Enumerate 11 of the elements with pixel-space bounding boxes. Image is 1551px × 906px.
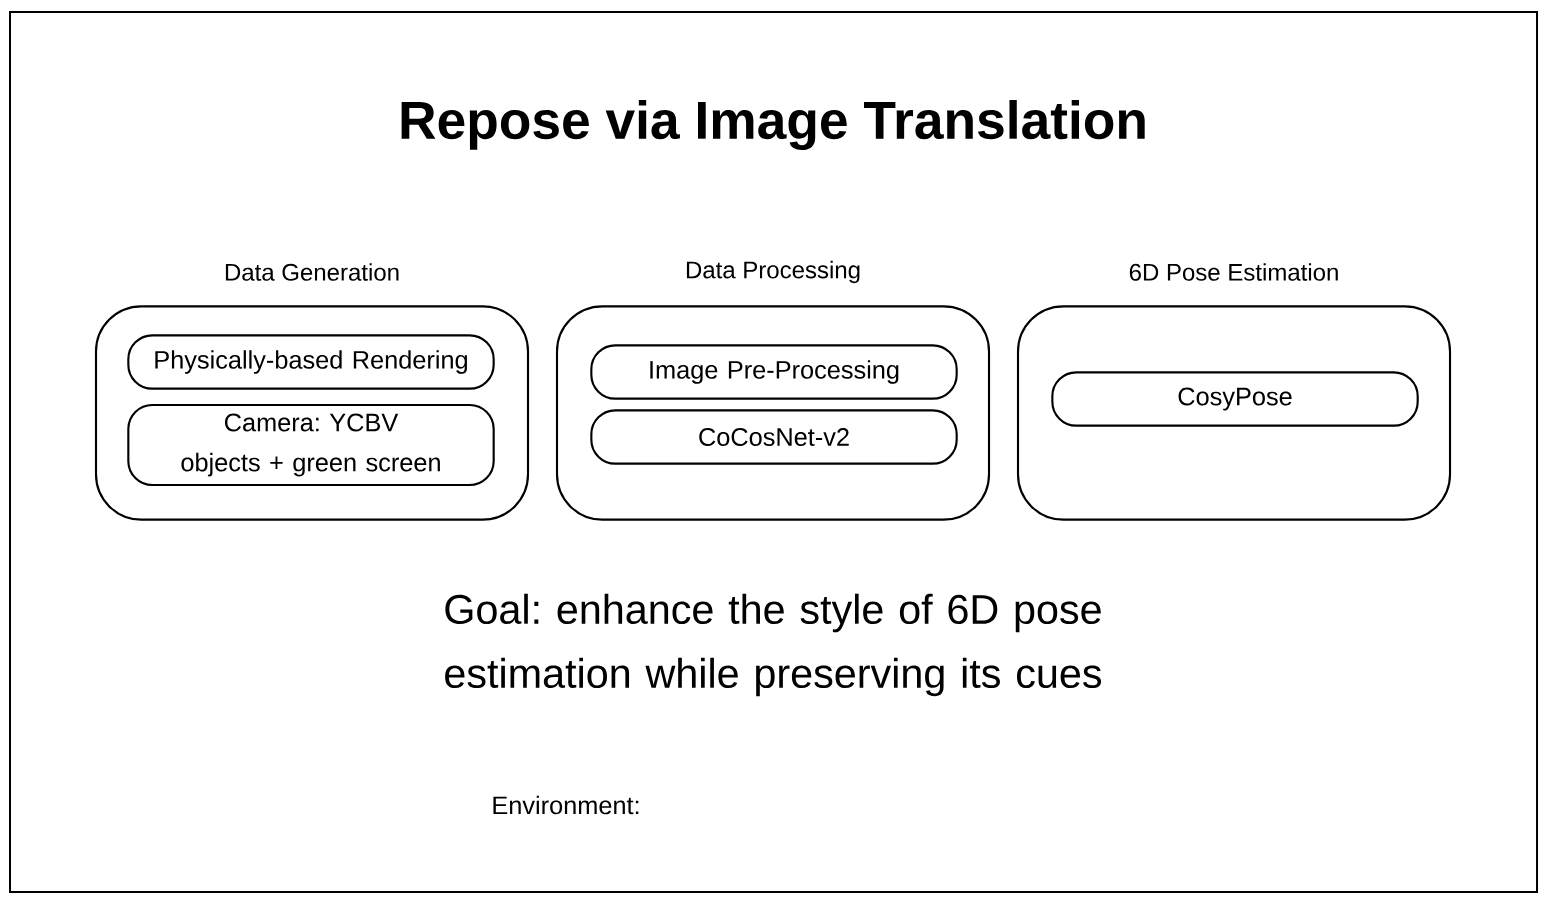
node-label: Data Processing <box>686 260 860 284</box>
environment-label: Environment: <box>493 795 639 815</box>
process-box: CoCosNet-v2 <box>590 409 958 465</box>
title: Repose via Image Translation <box>401 100 1145 150</box>
process-box: Camera: YCBV objects + green screen <box>127 403 495 487</box>
process-box: Physically-based Rendering <box>127 334 495 390</box>
node-label: 6D Pose Estimation <box>1129 263 1338 281</box>
process-box: CosyPose <box>1051 371 1419 427</box>
node-label: Data Generation <box>225 263 399 281</box>
goal-text: Goal: enhance the style of 6D pose estimation while preserving its cues <box>445 593 1102 697</box>
process-box: Image Pre-Processing <box>590 344 958 400</box>
